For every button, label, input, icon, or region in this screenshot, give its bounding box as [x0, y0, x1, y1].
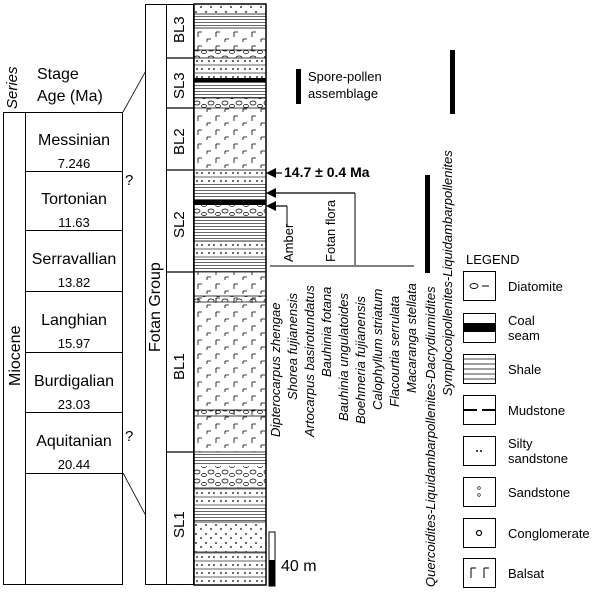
question-mark-lower: ? — [125, 428, 134, 445]
legend-label-silty-sandstone: Silty sandstone — [508, 436, 568, 466]
stage-age: 11.63 — [58, 215, 90, 230]
legend-swatch-shale — [463, 354, 496, 384]
stage-name: Langhian — [41, 312, 107, 329]
stage-row-empty — [25, 473, 123, 585]
lithology-column — [193, 3, 267, 586]
legend-label-diatomite: Diatomite — [508, 279, 563, 294]
legend-swatch-balsat — [463, 558, 496, 588]
legend-swatch-conglomerate — [463, 518, 496, 548]
legend-label-shale: Shale — [508, 362, 542, 377]
legend-label-conglomerate: Conglomerate — [508, 526, 590, 541]
legend-swatch-diatomite — [463, 271, 496, 301]
stage-name: Messinian — [37, 132, 111, 149]
stage-name: Aquitanian — [36, 433, 112, 450]
stage-name: Serravallian — [31, 251, 117, 268]
stage-age: 15.97 — [57, 336, 91, 351]
legend-swatch-mudstone — [463, 395, 496, 425]
stage-age: 13.82 — [57, 275, 91, 290]
legend-title: LEGEND — [466, 252, 520, 267]
spore-pollen-symbol — [296, 69, 301, 104]
legend-swatch-sandstone — [463, 477, 496, 507]
scale-bar — [268, 531, 276, 587]
stage-name: Tortonian — [41, 191, 107, 208]
legend-label-sandstone: Sandstone — [508, 485, 571, 500]
stage-row-serravallian: Serravallian 13.82 — [25, 230, 123, 292]
legend-swatch-silty-sandstone — [463, 436, 496, 466]
pollen-assemblage-2: Symplocoipollenites-Liquidambarpollenite… — [440, 150, 455, 396]
legend-swatch-coal — [463, 313, 496, 343]
age-marker-label: 14.7 ± 0.4 Ma — [284, 164, 370, 180]
age-header: Age (Ma) — [37, 88, 103, 105]
spore-pollen-label-line1: Spore-pollen — [308, 69, 382, 84]
stage-row-tortonian: Tortonian 11.63 — [25, 171, 123, 231]
spore-pollen-label-line2: assemblage — [308, 86, 379, 101]
legend-label-coal-line1: Coal seam — [508, 313, 568, 343]
scale-label: 40 m — [281, 558, 317, 575]
question-mark-upper: ? — [125, 172, 134, 189]
stage-age: 23.03 — [57, 397, 91, 412]
unit-column — [166, 4, 194, 585]
pollen-assemblage-1: Quercoidites-Liquidambarpollenites-Dacry… — [423, 286, 438, 587]
stage-header: Stage — [37, 66, 79, 83]
legend-label-balsat: Balsat — [508, 566, 545, 581]
stage-row-langhian: Langhian 15.97 — [25, 291, 123, 353]
stage-row-aquitanian: Aquitanian 20.44 — [25, 412, 123, 474]
stage-age: 20.44 — [57, 457, 91, 472]
unit-dividers — [166, 57, 194, 453]
legend-label-mudstone: Mudstone — [508, 403, 566, 418]
stage-name: Burdigalian — [33, 373, 115, 390]
stage-age: 7.246 — [57, 156, 91, 171]
legend-label-coal: Coal seam — [508, 313, 540, 343]
